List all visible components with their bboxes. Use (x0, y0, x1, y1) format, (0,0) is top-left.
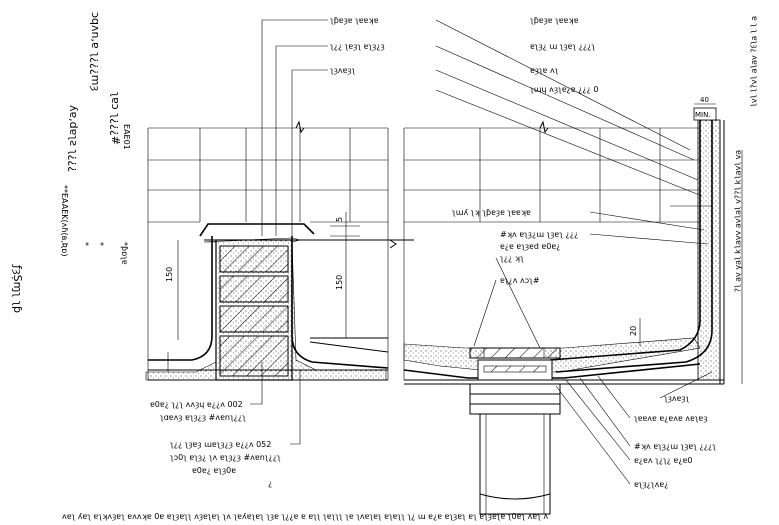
dim-150-left: 150 (165, 267, 174, 282)
right-label-mid-4: ʅ¿¿ ʞʅ (500, 254, 524, 263)
left-label-bottom-6: ¿ (268, 479, 272, 488)
right-label-top-1: ʅƥɐȝɐ ʅɐɐʞɐ (530, 16, 579, 26)
right-label-bottom-5: ɐʅȝ¿ʅʌɐ¿ (634, 480, 668, 490)
title-line-4: * (96, 242, 105, 246)
title-name-2: ɔqʌn,ɐ ʅ¿¿¿mȝ (89, 12, 102, 91)
right-label-bottom-3: #ʞʌ ɐʅȝ¿ɯ ʅȝɐʅ ¿¿¿ʅ (634, 442, 716, 452)
right-label-top-3: ɐȝʅɐ ʌʅ (530, 66, 559, 76)
left-label-top-2: ʅ¿¿ ʅɐȝʅ ɐʅȝ¿ȝ (330, 42, 385, 52)
right-label-mid-2: #ʞʌ ɐʅȝ¿ɯ ʅȝɐʅ ¿¿¿ (500, 230, 578, 240)
left-label-bottom-4: ʅɔ0ʅ ɐʅȝ¿ ʅʌ ɐʅȝ¿ȝ #ʌɐnʅ¿¿ʅ (170, 453, 281, 463)
footer-note: ʌɐʅ ʎɐʅ ɐʅʞʌȝɐʅ ɐʌʌʞɐ 0ɐ ɐʅȝɐʅʅ ʌȝɐʅɐʅ ʅ… (62, 512, 548, 522)
title-line-1: ƒȝȘɱʅ ʅƥ (11, 264, 24, 313)
right-label-bottom-2: ʅɐɐʌɐ ɐ¿ɐʌɐ ʌɐʅɐȝ (634, 414, 708, 424)
title-name-1: ʎɐ,dɐʅƨ ʅ¿¿¿ (67, 105, 80, 172)
right-label-bottom-1: ʅȝʌɐȝʅ (664, 394, 690, 404)
left-label-top-3: ʅȝʌɐȝʅ (330, 66, 356, 76)
dim-150-right: 150 (335, 275, 344, 290)
min-label: MIN. (695, 111, 711, 119)
title-line-5: *ƥɒʅɐ (120, 242, 129, 265)
right-section: 20 MIN. 40 (403, 19, 743, 515)
left-label-bottom-5: ɐ0ɐ¿ ɐʅȝ0ɐ (192, 466, 236, 476)
vertical-note-2: ɐʌ ʅʌɐʅʞ ʅ¿¿ʌ ʅɐʅʌɐ ʌʌɐʅʞ ʅɐʎ ʌɐ ʅ¿ (734, 150, 743, 292)
left-label-bottom-3: ʅ¿¿ ʅȝɐȝ ɯɐʅȝ¿ȝ ɐ¿¿ʌ 052 (170, 440, 271, 450)
dim-40: 40 (700, 96, 709, 104)
right-label-top-2: ɐʅȝ¿ ɯ ʅȝɐʅ ¿¿¿ʅ (530, 42, 595, 52)
title-code: EAE01 (122, 124, 131, 150)
title-name-3: ʅɐɔ ʅ¿¿¿# (109, 92, 122, 145)
right-label-top-4: ʅɯɥ ʌȝʅɐ¿ɐ ¿¿¿ 0 (530, 85, 598, 95)
left-section: 150 150 5 (145, 19, 414, 445)
title-line-3: * (81, 242, 90, 246)
right-label-mid-3: ɐ¿ɐ ɐʅȝɐd ɐ0ɐ¿ (500, 242, 560, 252)
right-label-bottom-4: ɐ¿ɐʌ ʅ¿ʅ¿ ɐ¿ɐ0 (634, 456, 692, 465)
dim-5: 5 (335, 217, 344, 222)
vertical-note-1: ɐ ʅ ʅ ɐʅȝ¿ ʌɐʅɐ ʅʌ¿ʅ ʅʌʅ (749, 16, 759, 107)
left-label-bottom-2: ʅɑɐʌȝ ɐʅȝ¿ȝ #ʌɐnʅ¿¿ʅ (160, 413, 246, 423)
left-label-bottom-1: ɐ0ɐ¿ ʅ¿ʅ ʌʌȝɥ ɐ¿¿ʌ 002 (150, 400, 243, 410)
title-line-2: **EAAEK(ʌɦ(ʙ,Ʀɒ) (60, 185, 69, 257)
title-block: ƒȝȘɱʅ ʅƥ **EAAEK(ʌɦ(ʙ,Ʀɒ) * * *ƥɒʅɐ EAE0… (11, 12, 131, 313)
right-label-mid-1: ʅɯʎ ʅʞ ʅƥɐȝɐ ʅɐɐʞɐ (452, 208, 531, 218)
left-label-top-1: ʅƥɐȝɐ ʅɐɐʞɐ (330, 16, 379, 26)
right-label-mid-5: ɐʅ¿ʌ ʌɔʅ# (500, 276, 540, 285)
dim-20: 20 (629, 326, 638, 336)
